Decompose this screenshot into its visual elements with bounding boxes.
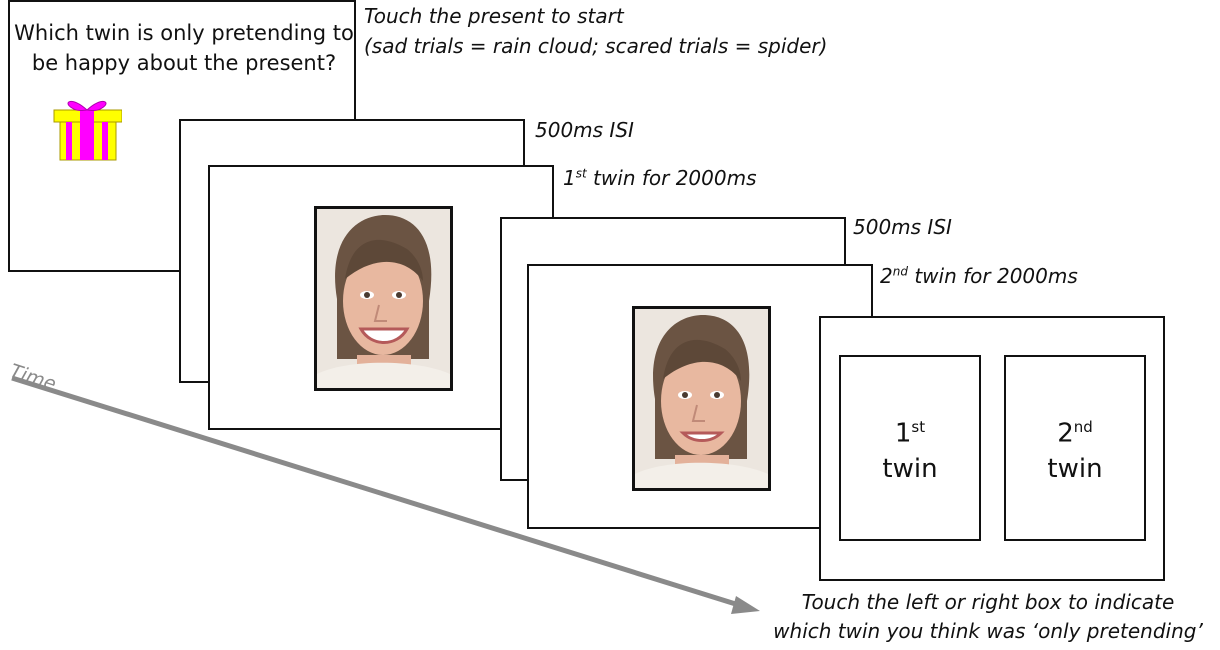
first-twin-label: 1st twin for 2000ms (563, 166, 757, 190)
gift-box-icon[interactable] (52, 94, 122, 164)
second-twin-choice-box[interactable]: 2nd twin (1004, 355, 1146, 541)
second-twin-face-photo (632, 306, 771, 491)
question-text: Which twin is only pretending to be happ… (14, 21, 354, 75)
second-twin-choice-ordinal: 2nd (1057, 417, 1093, 449)
response-instruction-line2: which twin you think was ‘only pretendin… (773, 619, 1203, 643)
isi-label-2: 500ms ISI (853, 215, 952, 239)
second-twin-choice-word: twin (1047, 454, 1103, 485)
first-twin-choice-word: twin (882, 454, 938, 485)
first-twin-face-photo (314, 206, 453, 391)
isi-label-1: 500ms ISI (535, 118, 634, 142)
start-instruction-line2: (sad trials = rain cloud; scared trials … (364, 34, 828, 58)
time-label: Time (7, 360, 59, 396)
first-twin-choice-box[interactable]: 1st twin (839, 355, 981, 541)
first-twin-choice-ordinal: 1st (894, 417, 926, 449)
second-twin-screen (527, 264, 873, 529)
start-instruction-line1: Touch the present to start (364, 4, 624, 28)
response-instruction: Touch the left or right box to indicate … (760, 588, 1216, 646)
first-twin-screen (208, 165, 554, 430)
second-twin-label: 2nd twin for 2000ms (880, 264, 1078, 288)
response-screen: 1st twin 2nd twin (819, 316, 1165, 581)
response-instruction-line1: Touch the left or right box to indicate (801, 590, 1175, 614)
